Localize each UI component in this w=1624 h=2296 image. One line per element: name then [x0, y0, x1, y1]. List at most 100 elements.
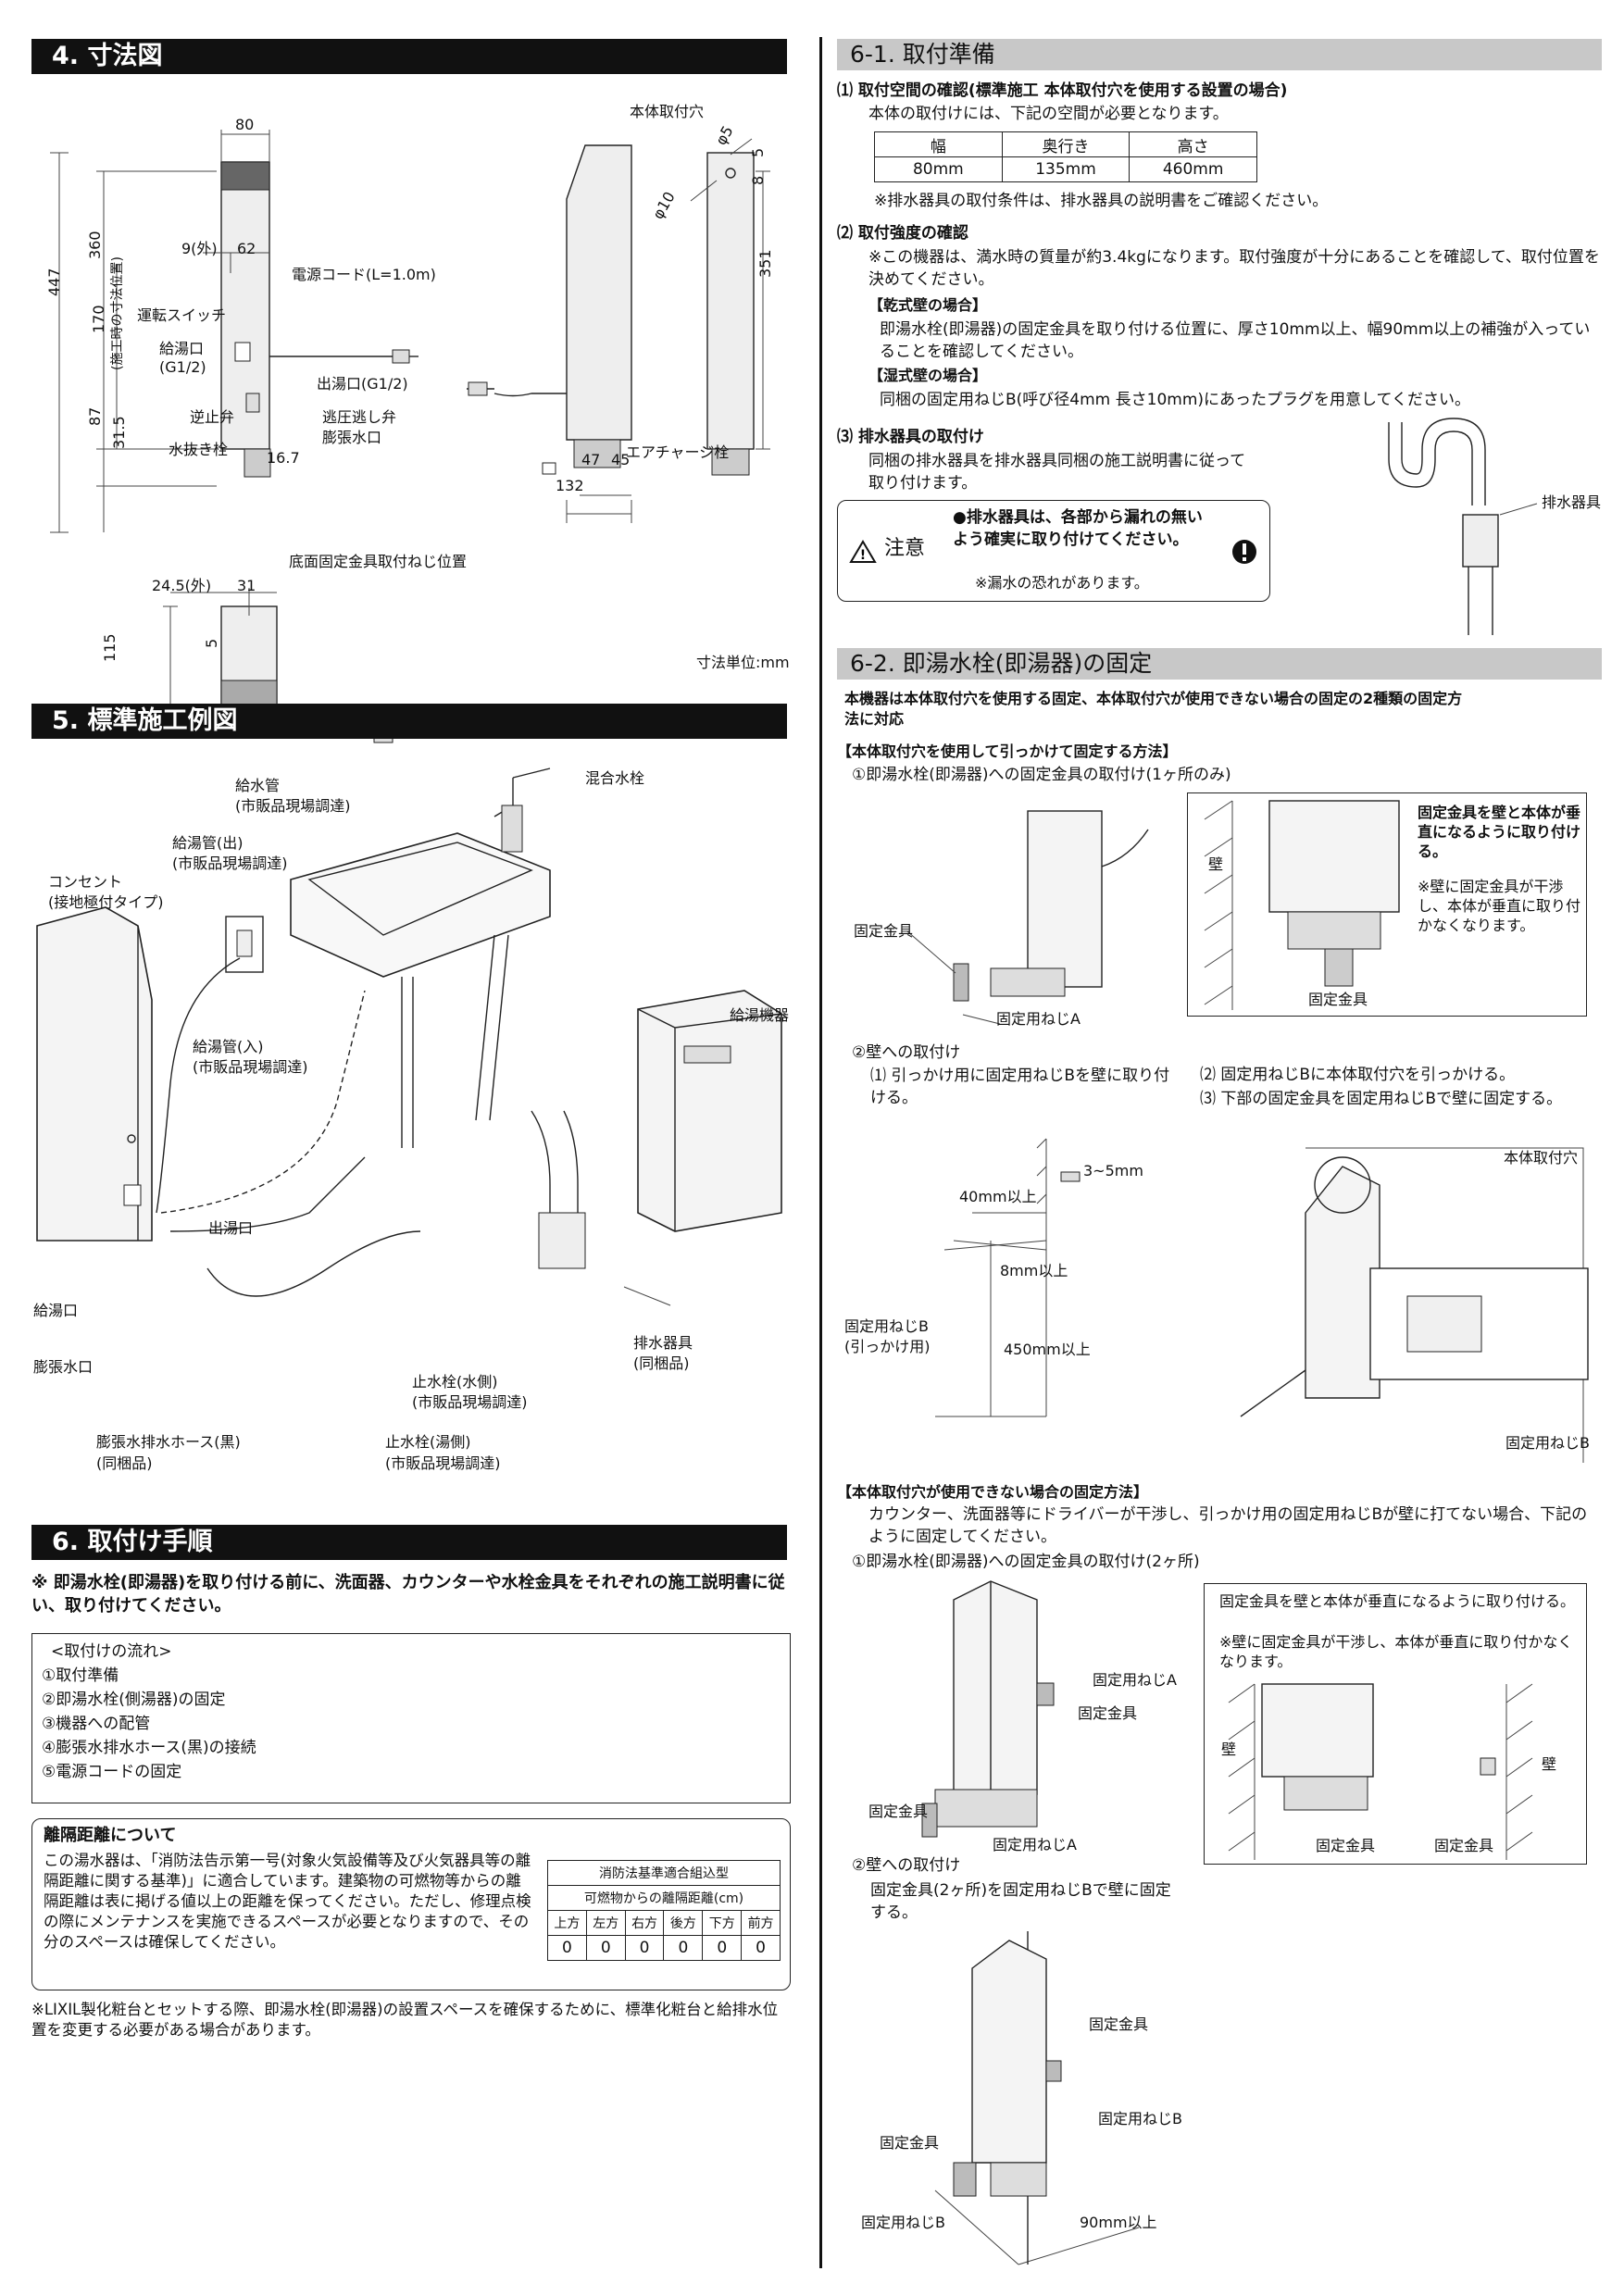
section-6-1-header: 6-1. 取付準備 — [837, 39, 1602, 70]
b-wall-left-label: 壁 — [1221, 1741, 1237, 1758]
method-b-detail-box: 固定金具を壁と本体が垂直になるように取り付ける。 ※壁に固定金具が干渉し、本体が… — [1204, 1583, 1587, 1865]
clearance-col-top: 上方 — [547, 1910, 587, 1936]
drain-fixture-label: 排水器具 — [1542, 493, 1602, 511]
b-bracket-low-label: 固定金具 — [868, 1803, 929, 1820]
label-hose-note: (同梱品) — [96, 1454, 153, 1472]
drain-fixture-drawing — [1388, 418, 1538, 635]
clearance-col-left: 左方 — [585, 1910, 626, 1936]
label-run-switch: 運転スイッチ — [137, 306, 227, 324]
space-col-depth: 奥行き — [1001, 131, 1131, 157]
method-b-title: 【本体取付穴が使用できない場合の固定方法】 — [837, 1483, 1149, 1501]
dim-115: 115 — [101, 633, 119, 662]
space-val-depth: 135mm — [1001, 156, 1131, 182]
clearance-table: 消防法基準適合組込型 可燃物からの離隔距離(cm) 上方 左方 右方 後方 下方… — [547, 1860, 781, 1961]
label-drain-note: (同梱品) — [633, 1354, 690, 1372]
flow-title: <取付けの流れ> — [51, 1642, 172, 1661]
dry-wall-text: 即湯水栓(即湯器)の固定金具を取り付ける位置に、厚さ10mm以上、幅90mm以上… — [880, 320, 1591, 361]
dry-wall-title: 【乾式壁の場合】 — [868, 296, 988, 314]
install-flow-box: <取付けの流れ> ①取付準備 ②即湯水栓(側湯器)の固定 ③機器への配管 ④膨張… — [31, 1633, 791, 1803]
caution-box: ! 注意 ●排水器具は、各部から漏れの無いよう確実に取り付けてください。 ※漏水… — [837, 500, 1270, 602]
wet-wall-text: 同梱の固定用ねじB(呼び径4mm 長さ10mm)にあったプラグを用意してください… — [880, 391, 1470, 409]
clearance-box: 離隔距離について この湯水器は、「消防法告示第一号(対象火気設備等及び火気器具等… — [31, 1818, 791, 1990]
dim-360: 360 — [86, 231, 104, 259]
section-6-2-header: 6-2. 即湯水栓(即湯器)の固定 — [837, 648, 1602, 680]
label-relief-valve: 逃圧逃し弁 — [322, 408, 397, 426]
clearance-head1: 消防法基準適合組込型 — [547, 1860, 781, 1886]
label-outlet: 出湯口 — [208, 1219, 254, 1237]
flow-step-5: ⑤電源コードの固定 — [42, 1763, 182, 1781]
clearance-title: 離隔距離について — [44, 1826, 177, 1845]
b-bracket-right-label: 固定金具 — [1434, 1837, 1494, 1854]
column-divider — [819, 37, 822, 2268]
clearance-val-back: 0 — [663, 1935, 704, 1961]
b-wall-right-label: 壁 — [1542, 1755, 1557, 1773]
dim-170-note: (施工時の寸法位置) — [110, 256, 125, 370]
clearance-col-back: 後方 — [663, 1910, 704, 1936]
b2-bracket-low-label: 固定金具 — [880, 2134, 940, 2152]
section-5-header: 5. 標準施工例図 — [31, 704, 787, 739]
method-b-drawing-2 — [934, 1931, 1140, 2265]
svg-text:!: ! — [860, 548, 866, 563]
dim-3-5mm: 3~5mm — [1083, 1162, 1143, 1179]
s61-h2: ⑵ 取付強度の確認 — [837, 224, 968, 243]
screwB-note: (引っかけ用) — [844, 1338, 931, 1355]
a-bracket-label: 固定金具 — [854, 922, 914, 940]
unit-note: 寸法単位:mm — [696, 654, 790, 671]
method-a-step2-1: ⑴ 引っかけ用に固定用ねじBを壁に取り付ける。 — [870, 1067, 1170, 1107]
method-b-step2-text: 固定金具(2ヶ所)を固定用ねじBで壁に固定する。 — [870, 1881, 1171, 1922]
label-outlet-socket: コンセント — [48, 873, 123, 891]
dim-80: 80 — [235, 116, 255, 133]
a-bracket2-label: 固定金具 — [1308, 991, 1368, 1008]
a-detail-note: 固定金具を壁と本体が垂直になるように取り付ける。 — [1418, 804, 1581, 860]
label-bottom-screw: 底面固定金具取付ねじ位置 — [289, 553, 468, 570]
label-hot-in-note: (市販品現場調達) — [193, 1058, 308, 1076]
a-wall-label: 壁 — [1208, 855, 1224, 873]
method-b-step2: ②壁への取付け — [852, 1856, 961, 1875]
b2-screw-top-label: 固定用ねじB — [1098, 2110, 1182, 2128]
label-outlet-socket-note: (接地極付タイプ) — [48, 893, 164, 911]
a-screwA-label: 固定用ねじA — [996, 1010, 1081, 1028]
b-screwA-low-label: 固定用ねじA — [993, 1836, 1077, 1853]
s61-h1: ⑴ 取付空間の確認(標準施工 本体取付穴を使用する設置の場合) — [837, 81, 1288, 100]
b-detail-note2: ※壁に固定金具が干渉し、本体が垂直に取り付かなくなります。 — [1219, 1633, 1573, 1670]
label-inlet: 給湯口 — [159, 340, 205, 357]
label-air-charge: エアチャージ栓 — [626, 443, 730, 461]
label-drain-plug: 水抜き栓 — [169, 441, 229, 458]
method-a-step1: ①即湯水栓(即湯器)への固定金具の取付け(1ヶ所のみ) — [852, 766, 1231, 784]
caution-note: ※漏水の恐れがあります。 — [975, 574, 1149, 592]
method-a-drawing-1 — [906, 810, 1149, 1025]
label-inlet-size: (G1/2) — [159, 358, 206, 376]
dim-132: 132 — [556, 477, 584, 494]
method-b-detail-drawing — [1228, 1683, 1533, 1860]
space-table: 幅 奥行き 高さ 80mm 135mm 460mm — [874, 131, 1257, 182]
dim-45: 45 — [611, 451, 631, 468]
b-bracket-top-label: 固定金具 — [1078, 1704, 1138, 1722]
b2-screw-low-label: 固定用ねじB — [861, 2214, 945, 2231]
section-4-header: 4. 寸法図 — [31, 39, 787, 74]
footnote: ※LIXIL製化粧台とセットする際、即湯水栓(即湯器)の設置スペースを確保するた… — [31, 2001, 779, 2039]
label-stop-water-note: (市販品現場調達) — [412, 1393, 528, 1411]
label-stop-hot-note: (市販品現場調達) — [385, 1454, 501, 1472]
label-expansion-port: 膨張水口 — [322, 429, 382, 446]
b2-bracket-top-label: 固定金具 — [1089, 2015, 1149, 2033]
dim-90mm: 90mm以上 — [1080, 2214, 1157, 2231]
caution-text: ●排水器具は、各部から漏れの無いよう確実に取り付けてください。 — [953, 508, 1203, 549]
flow-step-3: ③機器への配管 — [42, 1715, 151, 1733]
label-supply-pipe: 給水管 — [235, 777, 281, 794]
clearance-col-front: 前方 — [741, 1910, 781, 1936]
label-supply-pipe-note: (市販品現場調達) — [235, 797, 351, 815]
dim-31: 31 — [237, 577, 256, 594]
method-a-title: 【本体取付穴を使用して引っかけて固定する方法】 — [837, 742, 1178, 760]
dim-8: 8 — [749, 175, 767, 185]
method-a-step2-2: ⑵ 固定用ねじBに本体取付穴を引っかける。 — [1200, 1066, 1516, 1084]
method-a-step2-3: ⑶ 下部の固定金具を固定用ねじBで壁に固定する。 — [1200, 1090, 1563, 1108]
label-hot-out-note: (市販品現場調達) — [172, 855, 288, 872]
s61-h2-text: ※この機器は、満水時の質量が約3.4kgになります。取付強度が十分にあることを確… — [868, 248, 1600, 289]
dim-5c: 5 — [203, 638, 220, 648]
label-expansion: 膨張水口 — [33, 1358, 94, 1376]
prohibit-icon — [1232, 540, 1256, 564]
dim-16-7: 16.7 — [267, 449, 300, 467]
label-inlet: 給湯口 — [33, 1302, 79, 1319]
s61-h1-note: ※排水器具の取付条件は、排水器具の説明書をご確認ください。 — [874, 192, 1329, 210]
label-hose: 膨張水排水ホース(黒) — [96, 1433, 241, 1451]
